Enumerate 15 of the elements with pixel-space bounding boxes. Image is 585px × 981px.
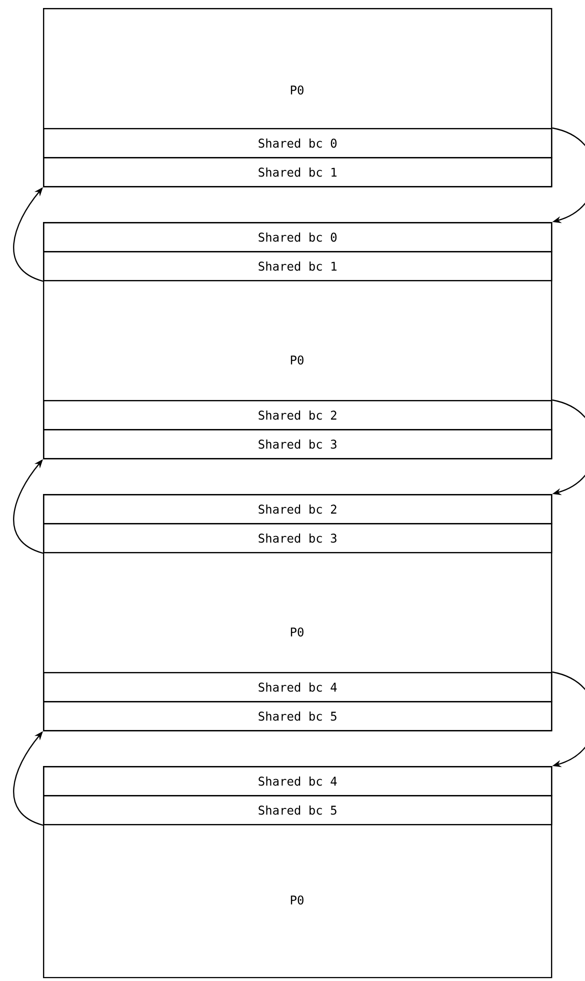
shared-row: Shared bc 2	[43, 494, 552, 524]
shared-row: Shared bc 5	[43, 701, 552, 732]
curved-arrow	[552, 399, 585, 496]
shared-row: Shared bc 3	[43, 429, 552, 460]
shared-row: Shared bc 0	[43, 222, 552, 252]
shared-row: Shared bc 1	[43, 251, 552, 282]
curved-arrow	[552, 127, 585, 224]
shared-row: Shared bc 0	[43, 128, 552, 158]
curved-arrow	[552, 671, 585, 768]
shared-row: Shared bc 5	[43, 795, 552, 826]
shared-row: Shared bc 4	[43, 672, 552, 702]
shared-row: Shared bc 1	[43, 157, 552, 188]
shared-row: Shared bc 4	[43, 766, 552, 796]
shared-row: Shared bc 2	[43, 400, 552, 430]
shared-row: Shared bc 3	[43, 523, 552, 554]
